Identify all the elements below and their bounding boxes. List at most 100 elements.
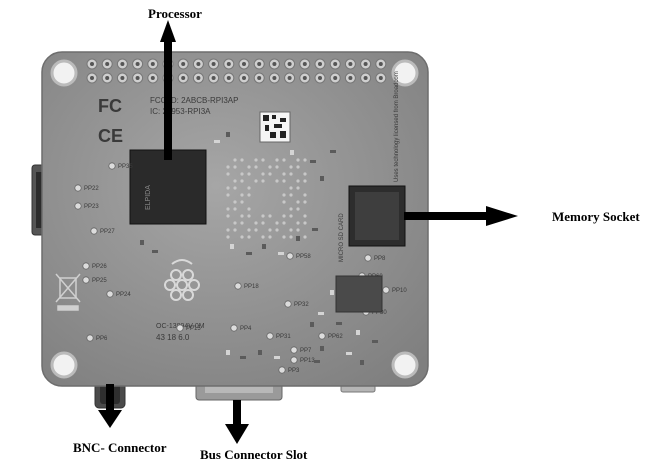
soc-pad — [240, 158, 244, 162]
test-point-pad — [106, 290, 114, 298]
smd-part — [330, 150, 336, 153]
test-point-label: PP24 — [116, 292, 131, 298]
gpio-pad-hole — [120, 62, 125, 66]
smd-part — [278, 252, 284, 255]
soc-pad — [233, 158, 237, 162]
soc-pad — [254, 221, 258, 225]
data-matrix-label — [259, 111, 291, 143]
gpio-pad-hole — [378, 76, 383, 80]
gpio-pad-hole — [135, 76, 140, 80]
micro-sd-text: MICRO SD CARD — [339, 213, 345, 262]
gpio-pad-hole — [242, 76, 246, 80]
bus-connector-arrow — [225, 400, 249, 444]
soc-pad — [254, 165, 258, 169]
processor-label: Processor — [148, 6, 202, 21]
soc-pad — [303, 193, 307, 197]
smd-part — [318, 312, 324, 315]
soc-pad — [303, 200, 307, 204]
smd-part — [274, 356, 280, 359]
gpio-pad-hole — [348, 62, 353, 66]
test-point-label: PP6 — [96, 336, 108, 342]
test-point-label: PP10 — [392, 288, 407, 294]
smd-part — [230, 244, 234, 249]
soc-pad — [240, 214, 244, 218]
gpio-pad-hole — [363, 62, 368, 66]
soc-pad — [275, 158, 279, 162]
soc-pad — [282, 193, 286, 197]
soc-pad — [247, 186, 251, 190]
test-point-label: PP8 — [374, 256, 386, 262]
test-point-label: PP31 — [276, 334, 291, 340]
soc-pad — [275, 179, 279, 183]
gpio-pad-hole — [257, 76, 262, 80]
gpio-pad-hole — [135, 62, 140, 66]
smd-part — [246, 252, 252, 255]
gpio-pad-hole — [363, 76, 368, 80]
soc-pad — [296, 179, 300, 183]
soc-pad — [247, 172, 251, 176]
smd-part — [152, 250, 158, 253]
usb-side-port-inner — [36, 172, 44, 228]
soc-pad — [289, 228, 293, 232]
test-point-pad — [74, 202, 82, 210]
gpio-pad-hole — [105, 76, 110, 80]
gpio-pad-hole — [348, 76, 353, 80]
test-point-pad — [82, 262, 90, 270]
gpio-pad-hole — [150, 62, 155, 66]
gpio-pad-hole — [150, 76, 155, 80]
gpio-pad-hole — [272, 62, 277, 66]
soc-pad — [275, 221, 279, 225]
test-point-pad — [234, 282, 242, 290]
soc-pad — [282, 235, 286, 239]
smd-part — [320, 176, 324, 181]
smd-part — [346, 352, 352, 355]
smd-part — [360, 360, 364, 365]
bus-connector-slot-label: Bus Connector Slot — [200, 447, 308, 462]
soc-pad — [289, 193, 293, 197]
test-point-label: PP7 — [300, 348, 312, 354]
soc-pad — [275, 165, 279, 169]
chip-marking: ELPIDA — [145, 185, 152, 210]
soc-pad — [233, 207, 237, 211]
fcc-id-line1: FCC ID: 2ABCB-RPI3AP — [150, 96, 238, 105]
soc-pad — [268, 165, 272, 169]
soc-pad — [261, 158, 265, 162]
smd-part — [320, 346, 324, 351]
soc-pad — [233, 200, 237, 204]
test-point-pad — [286, 252, 294, 260]
smd-part — [140, 240, 144, 245]
soc-pad — [233, 165, 237, 169]
test-point-pad — [90, 227, 98, 235]
soc-pad — [289, 165, 293, 169]
test-point-pad — [230, 324, 238, 332]
gpio-pad-hole — [90, 76, 94, 80]
soc-pad — [254, 179, 258, 183]
soc-pad — [275, 228, 279, 232]
test-point-label: PP25 — [92, 278, 107, 284]
soc-pad — [233, 228, 237, 232]
test-point-label: PP62 — [328, 334, 343, 340]
soc-pad — [247, 235, 251, 239]
soc-pad — [233, 186, 237, 190]
smd-part — [312, 228, 318, 231]
gpio-pad-hole — [105, 62, 110, 66]
test-point-label: PP13 — [300, 358, 315, 364]
gpio-pad-hole — [318, 76, 322, 80]
memory-socket-arrow — [404, 206, 518, 226]
soc-pad — [226, 207, 230, 211]
gpio-pad-hole — [90, 62, 94, 66]
fcc-id-line2: IC: 20953-RPI3A — [150, 107, 211, 116]
power-ic — [335, 275, 383, 313]
soc-pad — [247, 193, 251, 197]
fcc-logo: FC — [98, 96, 122, 116]
soc-pad — [296, 200, 300, 204]
soc-pad — [261, 179, 265, 183]
soc-pad — [289, 172, 293, 176]
soc-pad — [247, 165, 251, 169]
memory-socket-label: Memory Socket — [552, 209, 640, 224]
soc-pad — [303, 221, 307, 225]
gpio-pad-hole — [302, 76, 307, 80]
